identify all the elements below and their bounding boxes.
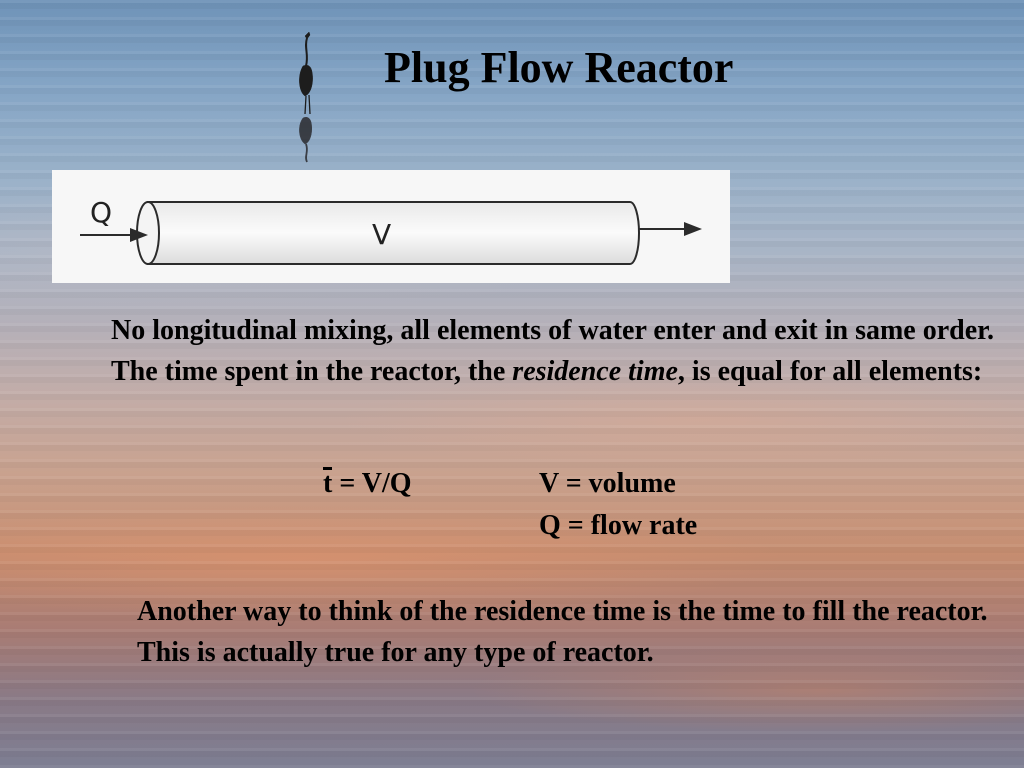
variable-definitions: V = volume Q = flow rate: [539, 463, 697, 547]
volume-label: V: [372, 218, 392, 251]
inlet-arrow-head: [130, 228, 148, 242]
outlet-arrow-head: [684, 222, 702, 236]
residence-time-term: residence time: [512, 356, 678, 387]
description-text-1: No longitudinal mixing, all elements of …: [111, 315, 994, 387]
t-bar-symbol: t: [323, 467, 333, 499]
heron-image: [299, 31, 313, 163]
closing-paragraph: Another way to think of the residence ti…: [137, 596, 988, 668]
residence-time-formula: t = V/Q: [323, 467, 412, 500]
definition-flow-rate: Q = flow rate: [539, 510, 698, 541]
reactor-diagram: Q V: [52, 170, 730, 283]
definition-volume: V = volume: [539, 468, 676, 499]
reactor-svg: [80, 201, 702, 265]
tube-body: [147, 201, 640, 265]
description-text-2: , is equal for all elements:: [677, 356, 983, 387]
slide-title: Plug Flow Reactor: [384, 43, 734, 92]
formula-expression: = V/Q: [332, 468, 412, 499]
description-paragraph: No longitudinal mixing, all elements of …: [111, 310, 1016, 392]
inlet-flow-label: Q: [90, 196, 113, 229]
